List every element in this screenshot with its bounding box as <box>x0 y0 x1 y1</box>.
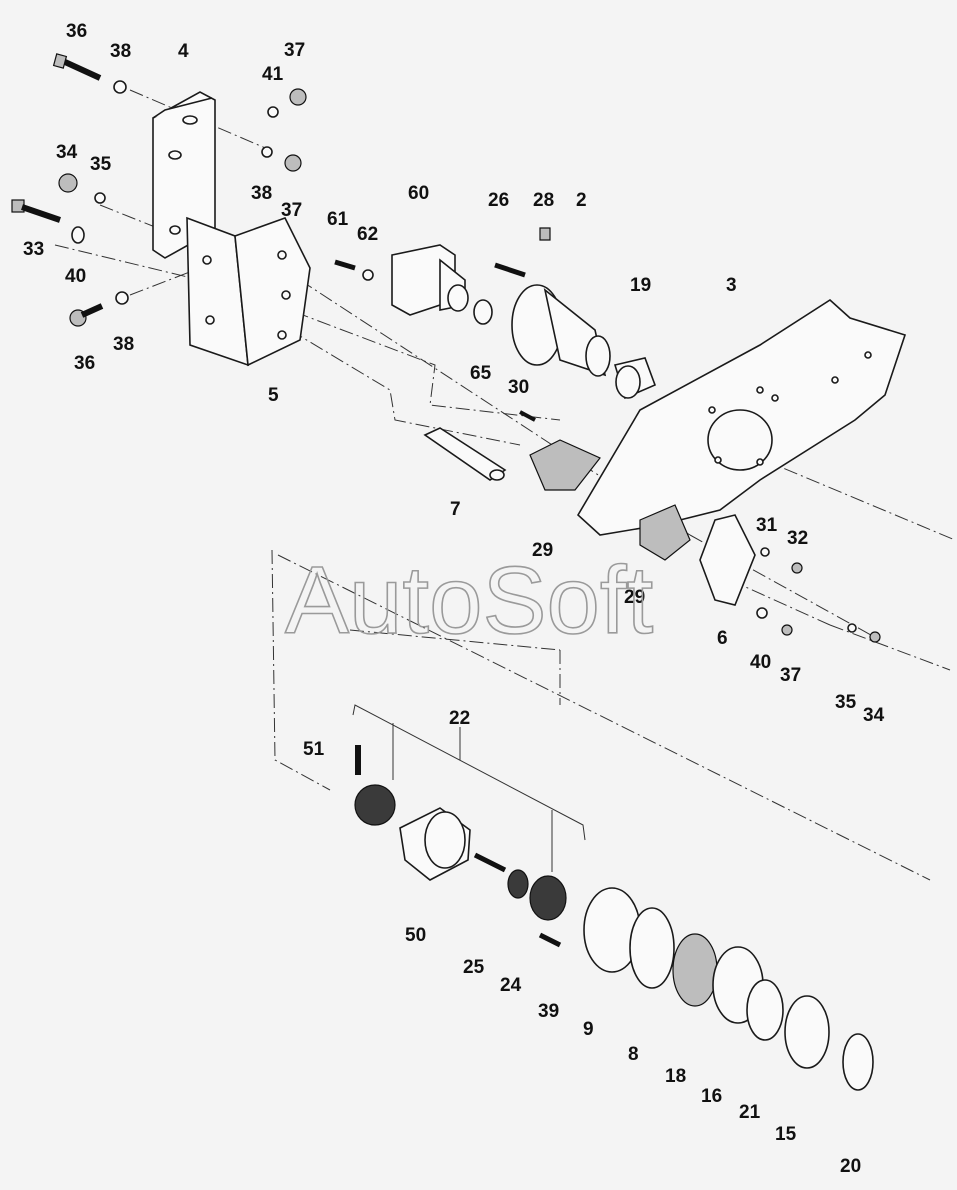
callout-label: 15 <box>775 1124 797 1145</box>
callout-label: 4 <box>178 41 189 62</box>
callout-label: 3 <box>726 275 737 296</box>
callout-label: 25 <box>463 957 485 978</box>
callout-label: 36 <box>74 353 95 374</box>
watermark-text: AutoSoft <box>285 547 653 654</box>
dampers-29 <box>423 410 691 561</box>
callout-label: 16 <box>701 1086 722 1107</box>
callout-label: 2 <box>576 190 587 211</box>
plate-3 <box>576 298 907 536</box>
housing-2 <box>494 227 611 377</box>
callout-label: 61 <box>327 209 349 230</box>
callout-label: 26 <box>488 190 509 211</box>
callout-label: 29 <box>624 587 645 608</box>
callout-label: 31 <box>756 515 778 536</box>
callout-label: 65 <box>470 363 492 384</box>
bracket-5 <box>186 216 311 367</box>
group-22-bracket <box>352 704 586 872</box>
callout-label: 28 <box>533 190 554 211</box>
callout-label: 36 <box>66 21 87 42</box>
callout-label: 40 <box>65 266 86 287</box>
callout-label: 51 <box>303 739 325 760</box>
callout-label: 7 <box>450 499 461 520</box>
callout-label: 50 <box>405 925 426 946</box>
callout-label: 41 <box>262 64 284 85</box>
bushing-19 <box>613 357 657 400</box>
callout-label: 38 <box>251 183 272 204</box>
callout-label: 9 <box>583 1019 594 1040</box>
callout-label: 20 <box>840 1156 861 1177</box>
callout-label: 6 <box>717 628 728 649</box>
callout-label: 8 <box>628 1044 639 1065</box>
callout-label: 34 <box>56 142 78 163</box>
callout-label: 35 <box>835 692 857 713</box>
callout-label: 30 <box>508 377 529 398</box>
callout-label: 35 <box>90 154 112 175</box>
lower-drivetrain <box>354 745 874 1091</box>
callout-label: 33 <box>23 239 44 260</box>
callout-label: 62 <box>357 224 378 245</box>
callout-labels: 36 38 4 41 37 34 35 38 37 33 40 36 38 5 … <box>23 21 885 1177</box>
callout-label: 34 <box>863 705 885 726</box>
fasteners-top-left <box>11 53 307 327</box>
callout-label: 18 <box>665 1066 686 1087</box>
callout-label: 38 <box>110 41 131 62</box>
callout-label: 37 <box>284 40 305 61</box>
pump-assembly-60 <box>334 244 493 325</box>
callout-label: 32 <box>787 528 808 549</box>
callout-label: 40 <box>750 652 771 673</box>
callout-label: 37 <box>780 665 801 686</box>
callout-label: 38 <box>113 334 134 355</box>
flange-6 <box>699 514 881 643</box>
callout-label: 37 <box>281 200 302 221</box>
callout-label: 22 <box>449 708 470 729</box>
callout-label: 24 <box>500 975 522 996</box>
callout-label: 19 <box>630 275 651 296</box>
callout-label: 60 <box>408 183 429 204</box>
callout-label: 21 <box>739 1102 761 1123</box>
callout-label: 5 <box>268 385 279 406</box>
bracket-4 <box>152 91 216 259</box>
callout-label: 39 <box>538 1001 559 1022</box>
callout-label: 29 <box>532 540 553 561</box>
